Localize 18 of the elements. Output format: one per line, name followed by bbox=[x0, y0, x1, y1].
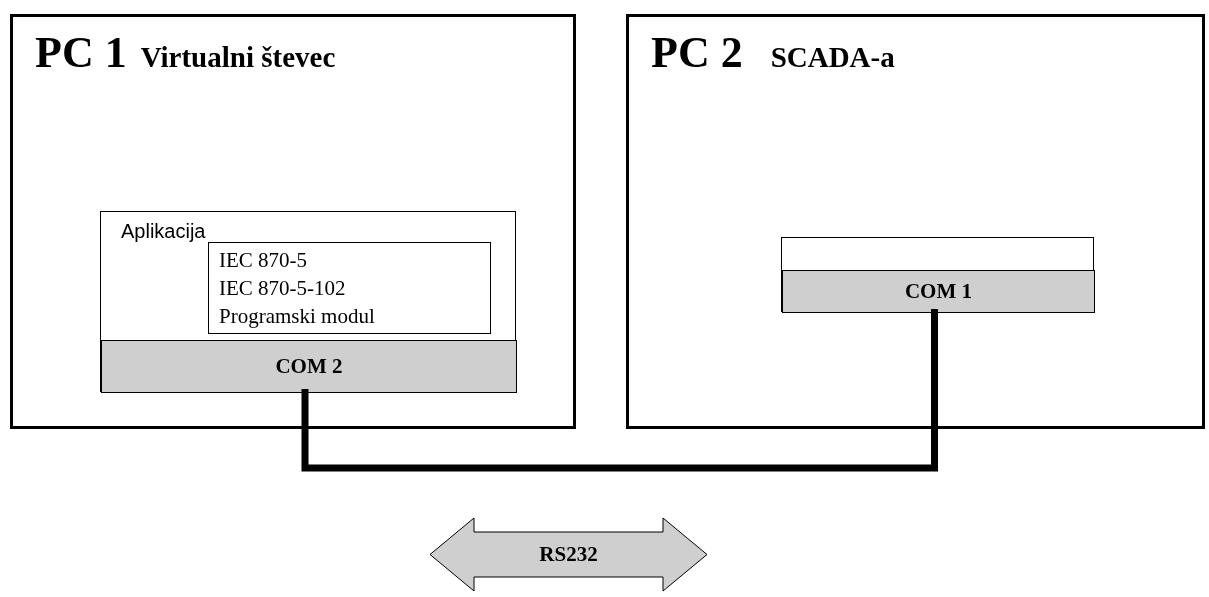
module-text: IEC 870-5 bbox=[219, 247, 309, 274]
cable-line bbox=[301, 309, 938, 472]
double-arrow bbox=[429, 517, 708, 592]
port-bar: COM 1 bbox=[782, 270, 1095, 313]
port-bar: COM 2 bbox=[101, 340, 517, 393]
module-text: Programski modul bbox=[219, 303, 376, 330]
computer-box bbox=[10, 14, 576, 429]
box-title: Aplikacija bbox=[121, 219, 206, 244]
computer-title: PC 1 bbox=[35, 31, 127, 75]
arrow-label: RS232 bbox=[539, 540, 598, 568]
computer-subtitle: Virtualni števec bbox=[140, 43, 336, 72]
application-box bbox=[100, 211, 516, 392]
module-box bbox=[208, 242, 491, 334]
module-text: IEC 870-5-102 bbox=[219, 275, 347, 302]
computer-title: PC 2 bbox=[651, 31, 743, 75]
application-box bbox=[781, 237, 1094, 312]
computer-subtitle: SCADA-a bbox=[770, 43, 895, 72]
computer-box bbox=[626, 14, 1205, 429]
